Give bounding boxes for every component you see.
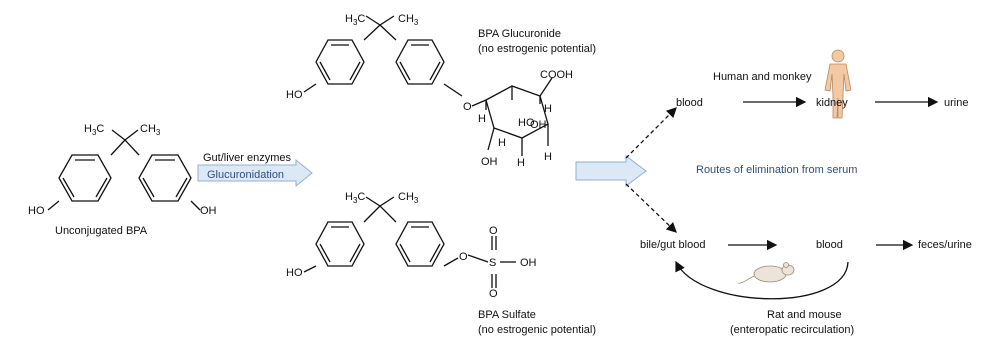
sulfate-name: BPA Sulfate xyxy=(478,309,536,321)
ho-label: HO xyxy=(28,205,45,217)
sulfate-note: (no estrogenic potential) xyxy=(478,324,596,336)
kidney-label: kidney xyxy=(816,97,848,109)
glucuronide-structure xyxy=(303,15,553,156)
routes-label: Routes of elimination from serum xyxy=(696,164,857,176)
sul-ch3-left: H3C xyxy=(345,191,365,205)
glc-ch3-right: CH3 xyxy=(398,13,419,27)
sul-ch3-right: CH3 xyxy=(398,191,419,205)
sulfate-structure xyxy=(303,196,516,288)
process-label: Glucuronidation xyxy=(207,169,284,181)
recirculation-arrow xyxy=(675,260,849,300)
glucuronidation-arrow xyxy=(197,158,313,188)
urine-label: urine xyxy=(944,97,968,109)
human-monkey-label: Human and monkey xyxy=(713,71,812,83)
glc-h-1: H xyxy=(478,113,486,125)
sul-ho-label: HO xyxy=(286,267,303,279)
oh-label: OH xyxy=(200,205,217,217)
dashed-arrow-down xyxy=(625,183,677,233)
glc-h-3: H xyxy=(498,137,506,149)
sul-s-label: S xyxy=(489,257,496,269)
glc-oh-ring: OH xyxy=(530,119,547,131)
glc-h-5: H xyxy=(544,151,552,163)
sul-oh-label: OH xyxy=(520,257,537,269)
glucuronide-name: BPA Glucuronide xyxy=(478,28,561,40)
feces-urine-label: feces/urine xyxy=(918,239,972,251)
ch3-label-right: CH3 xyxy=(140,123,161,137)
glc-ho-ring: HO xyxy=(518,117,535,129)
dashed-arrow-up xyxy=(625,107,677,159)
bile-gut-blood-label: bile/gut blood xyxy=(640,239,705,251)
rat-mouse-label: Rat and mouse xyxy=(767,309,842,321)
rat-icon xyxy=(737,262,795,284)
glc-h-4: H xyxy=(517,157,525,169)
unconjugated-bpa-structure xyxy=(47,129,201,211)
rat-mouse-note: (enteropatic recirculation) xyxy=(730,324,854,336)
glc-o-label: O xyxy=(463,101,472,113)
glc-ch3-left: H3C xyxy=(345,13,365,27)
elimination-arrow xyxy=(575,155,647,187)
glc-oh-bottom: OH xyxy=(481,156,498,168)
glc-h-2: H xyxy=(544,103,552,115)
sul-o-ester: O xyxy=(459,251,468,263)
ch3-label-left: H3C xyxy=(84,123,104,137)
glc-ho-label: HO xyxy=(286,89,303,101)
upper-blood: blood xyxy=(676,97,703,109)
glucuronide-note: (no estrogenic potential) xyxy=(478,43,596,55)
sul-o-bottom: O xyxy=(489,288,498,300)
cooh-label: COOH xyxy=(540,69,573,81)
sul-o-top: O xyxy=(489,225,498,237)
human-figure-icon xyxy=(824,49,852,119)
enzymes-label: Gut/liver enzymes xyxy=(203,152,292,164)
unconjugated-bpa-label: Unconjugated BPA xyxy=(55,225,148,237)
lower-blood-label: blood xyxy=(816,239,843,251)
